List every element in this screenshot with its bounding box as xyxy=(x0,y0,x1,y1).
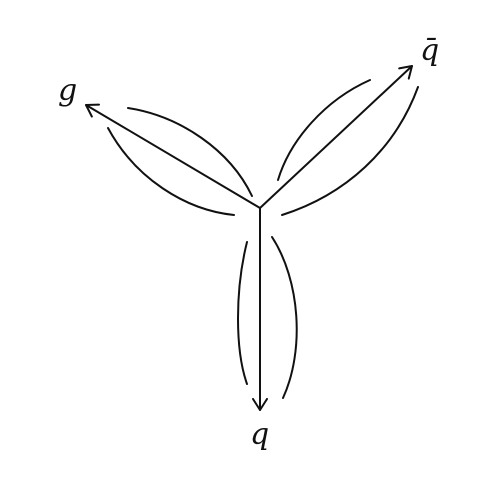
antiquark-arrow xyxy=(259,65,413,209)
quark-label: q xyxy=(250,417,269,452)
antiquark-label: q̄ xyxy=(420,33,439,68)
gluon-label: g xyxy=(58,73,77,108)
quark-flow-arc-right xyxy=(271,236,298,399)
gluon-flow-arc-lower xyxy=(107,127,235,216)
gluon-arrow xyxy=(85,103,261,209)
gluon-flow-arc-upper xyxy=(127,107,253,197)
quark-flow-arc-left xyxy=(237,241,248,385)
antiquark-flow-arc-upper xyxy=(277,79,371,181)
antiquark-flow-arc-lower xyxy=(281,86,419,216)
